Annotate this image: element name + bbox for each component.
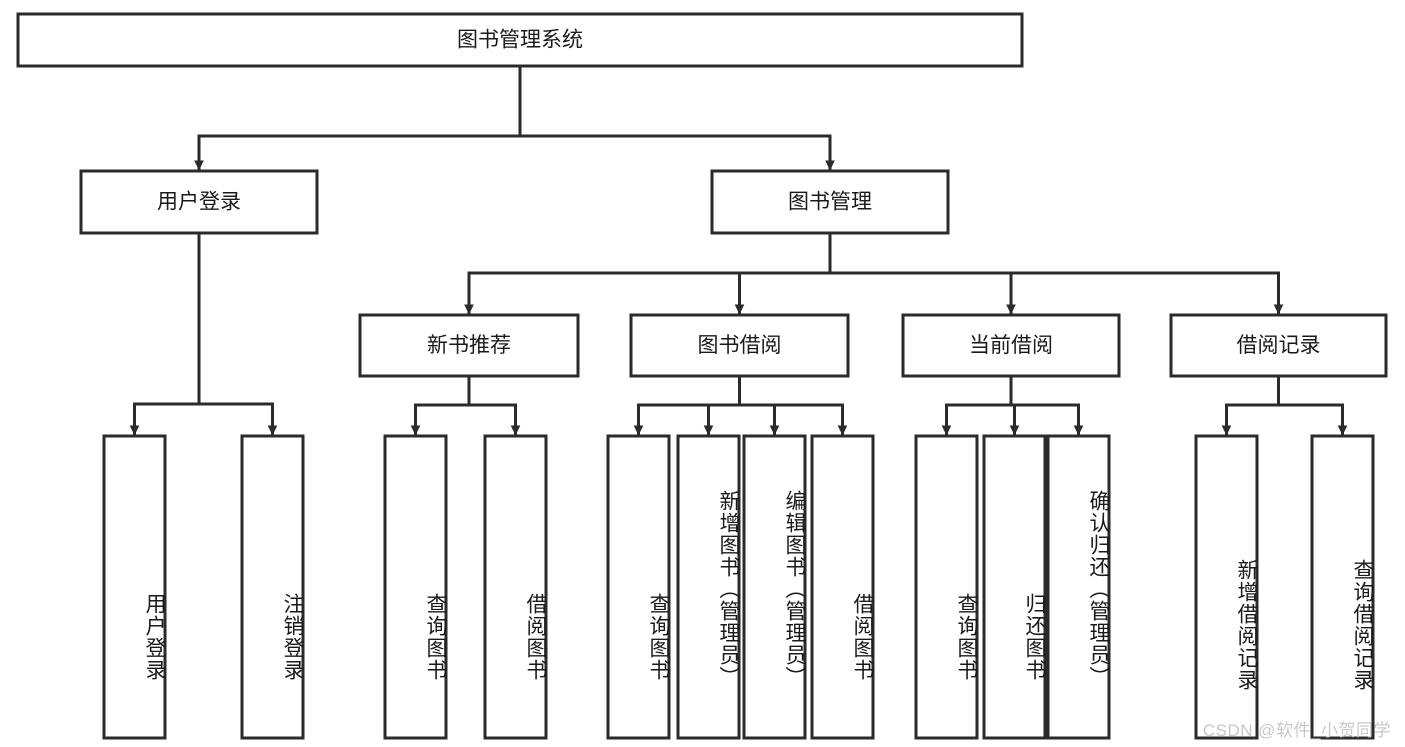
- level3-label: 借阅记录: [1237, 334, 1321, 357]
- level3-box[interactable]: [358, 313, 580, 378]
- leaf-box[interactable]: [1310, 434, 1375, 740]
- leaf-box[interactable]: [676, 434, 741, 740]
- leaf-box[interactable]: [1046, 434, 1111, 740]
- leaf-node[interactable]: [1194, 434, 1259, 740]
- leaf-node[interactable]: [810, 434, 875, 740]
- leaf-node[interactable]: [606, 434, 671, 740]
- leaf-node[interactable]: [982, 434, 1047, 740]
- leaf-node[interactable]: [742, 434, 807, 740]
- level2-box[interactable]: [79, 169, 319, 235]
- root-label: 图书管理系统: [457, 29, 583, 52]
- leaf-box[interactable]: [810, 434, 875, 740]
- leaf-box[interactable]: [483, 434, 548, 740]
- leaf-node[interactable]: [1046, 434, 1111, 740]
- level2-box[interactable]: [710, 169, 950, 235]
- level3-label: 新书推荐: [427, 334, 511, 357]
- level2-label: 用户登录: [157, 191, 241, 214]
- leaf-node[interactable]: [102, 434, 167, 740]
- level3-node[interactable]: [358, 313, 580, 378]
- leaf-box[interactable]: [742, 434, 807, 740]
- leaf-box[interactable]: [240, 434, 305, 740]
- level3-label: 当前借阅: [969, 334, 1053, 357]
- leaf-box[interactable]: [383, 434, 448, 740]
- root-box[interactable]: [16, 12, 1024, 68]
- leaf-box[interactable]: [606, 434, 671, 740]
- watermark: CSDN @软件_小贺同学: [1202, 721, 1391, 740]
- level3-node[interactable]: [629, 313, 850, 378]
- level3-box[interactable]: [901, 313, 1121, 378]
- level3-box[interactable]: [629, 313, 850, 378]
- leaf-node[interactable]: [483, 434, 548, 740]
- leaf-node[interactable]: [240, 434, 305, 740]
- leaf-node[interactable]: [676, 434, 741, 740]
- level3-node[interactable]: [1169, 313, 1388, 378]
- leaf-node[interactable]: [914, 434, 979, 740]
- leaf-node[interactable]: [383, 434, 448, 740]
- root-node[interactable]: [16, 12, 1024, 68]
- connector-layer: [129, 64, 1348, 437]
- leaf-box[interactable]: [1194, 434, 1259, 740]
- level3-box[interactable]: [1169, 313, 1388, 378]
- leaf-node[interactable]: [1310, 434, 1375, 740]
- level3-label: 图书借阅: [698, 334, 782, 357]
- level2-label: 图书管理: [788, 191, 872, 214]
- level2-node[interactable]: [710, 169, 950, 235]
- leaf-box[interactable]: [982, 434, 1047, 740]
- level3-node[interactable]: [901, 313, 1121, 378]
- leaf-box[interactable]: [914, 434, 979, 740]
- leaf-box[interactable]: [102, 434, 167, 740]
- level2-node[interactable]: [79, 169, 319, 235]
